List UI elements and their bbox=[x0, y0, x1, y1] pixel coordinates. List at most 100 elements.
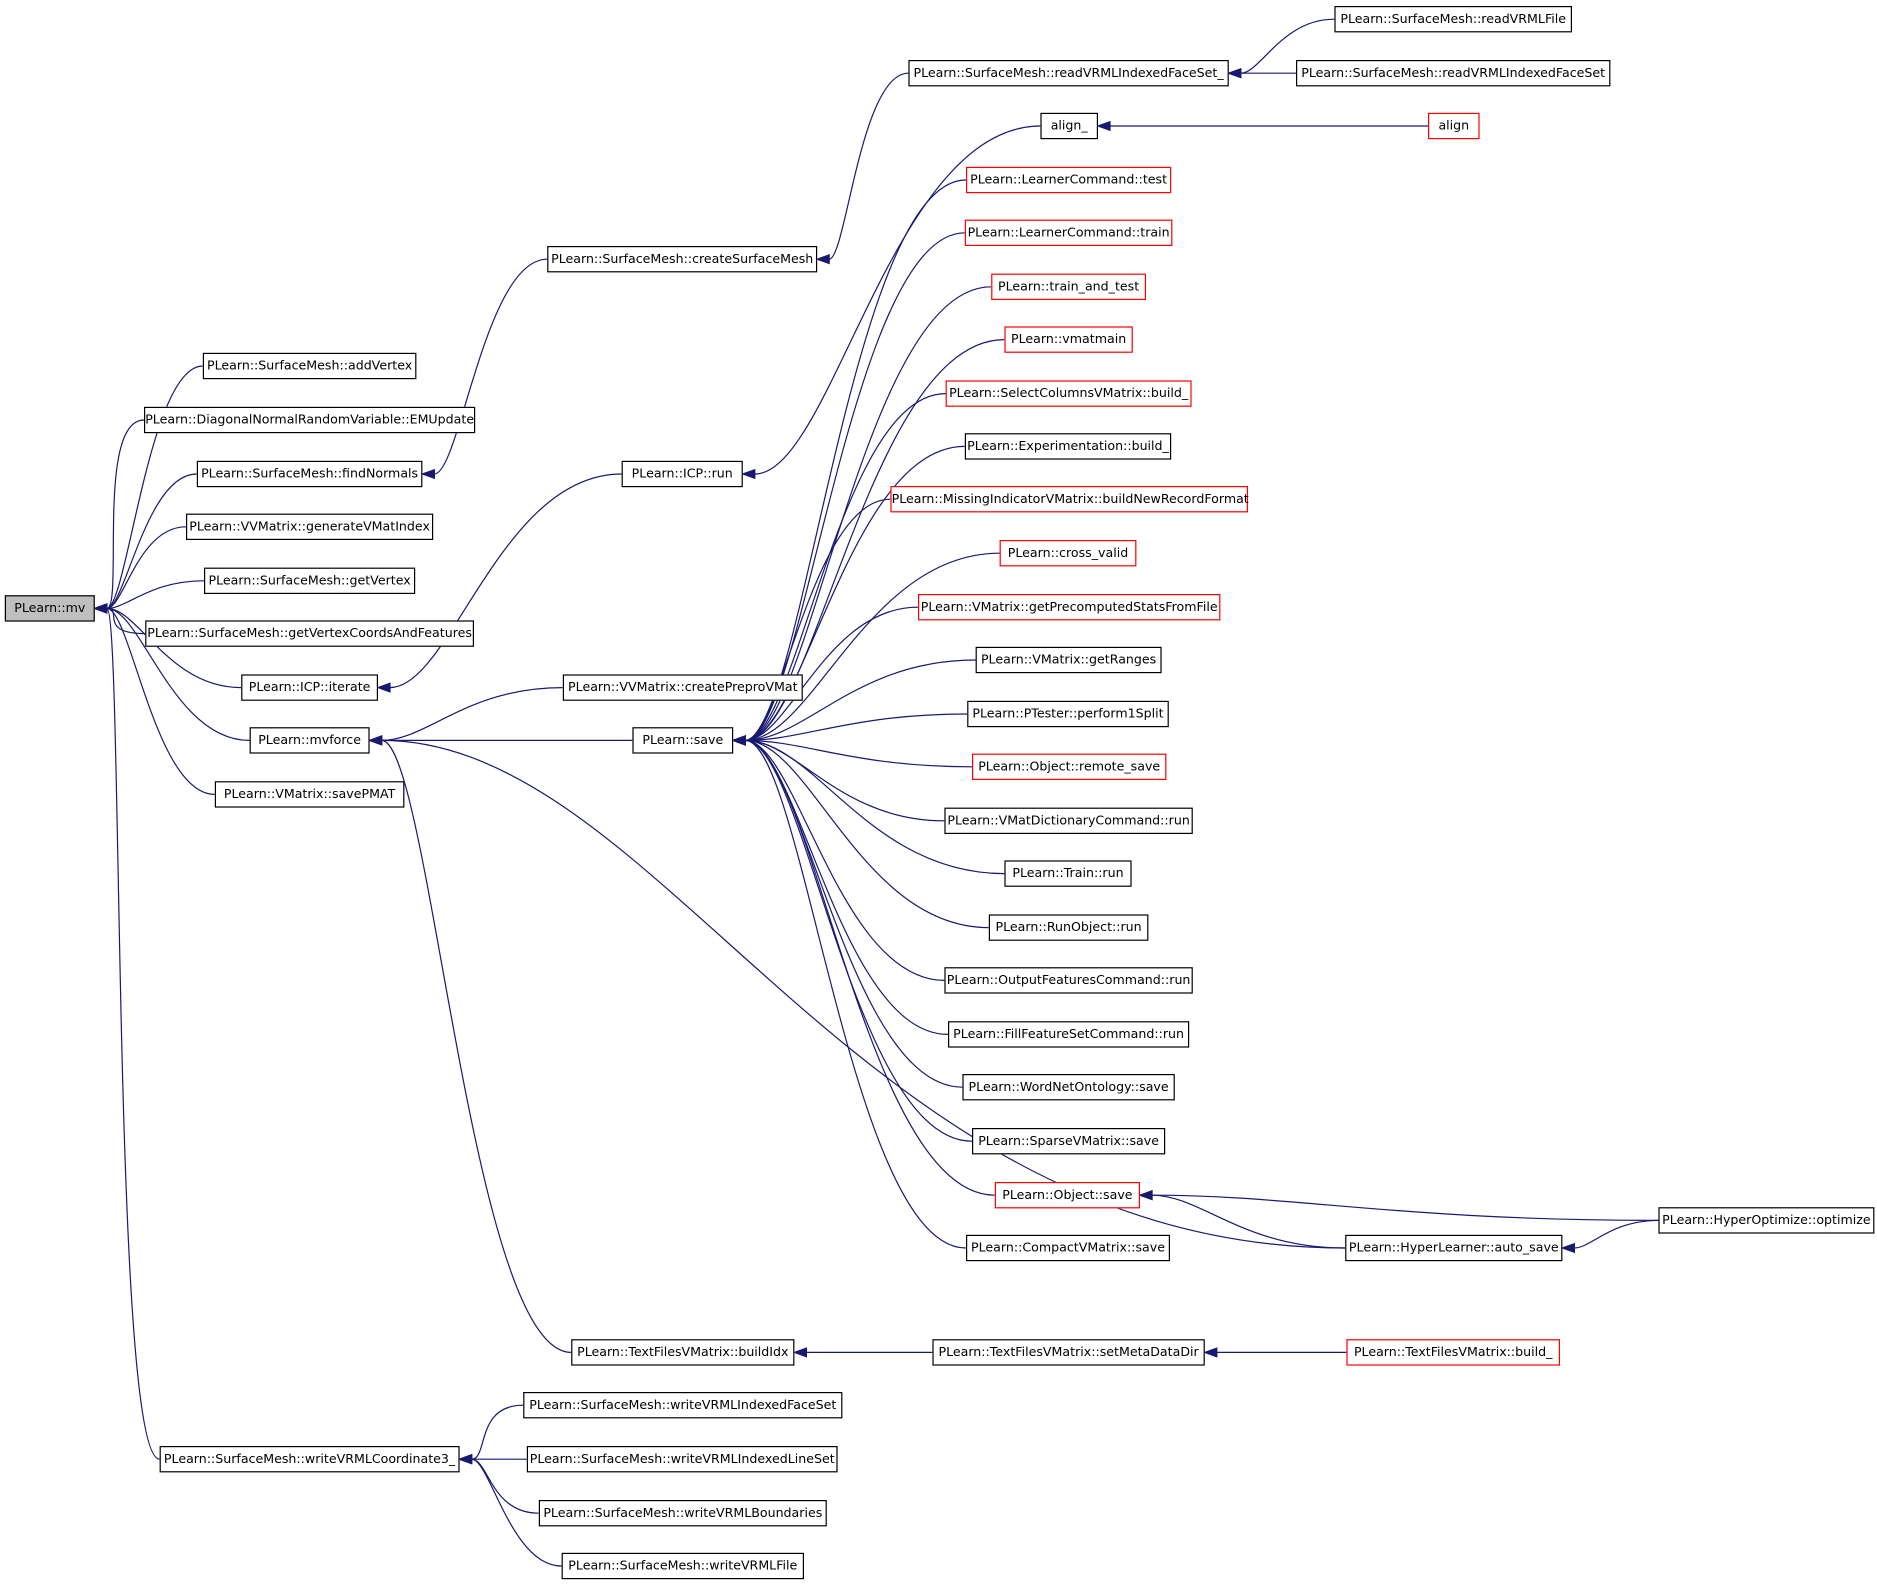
node-buildidx[interactable]: PLearn::TextFilesVMatrix::buildIdx bbox=[571, 1339, 795, 1366]
node-fillfeaturesetcommand-run[interactable]: PLearn::FillFeatureSetCommand::run bbox=[948, 1021, 1190, 1048]
node-align[interactable]: align bbox=[1428, 112, 1480, 140]
edge-arrowhead bbox=[1560, 1242, 1576, 1254]
edge-compactVMatrixSave-to-save bbox=[745, 739, 967, 1249]
node-mv[interactable]: PLearn::mv bbox=[4, 595, 95, 622]
node-getranges[interactable]: PLearn::VMatrix::getRanges bbox=[975, 646, 1162, 674]
edge-arrowhead bbox=[93, 603, 108, 614]
node-surfacemesh-addvertex[interactable]: PLearn::SurfaceMesh::addVertex bbox=[202, 352, 417, 380]
node-perform1split[interactable]: PLearn::PTester::perform1Split bbox=[967, 700, 1169, 728]
edge-arrowhead bbox=[1138, 1190, 1153, 1201]
node-mvforce[interactable]: PLearn::mvforce bbox=[249, 727, 370, 754]
edge-optimize-to-objectSave bbox=[1151, 1194, 1659, 1222]
node-learnercommand-train[interactable]: PLearn::LearnerCommand::train bbox=[964, 219, 1173, 247]
edge-experimentationBuild-to-save bbox=[745, 445, 965, 742]
edge-autoSave-to-objectSave bbox=[1151, 1194, 1346, 1249]
node-object-save[interactable]: PLearn::Object::save bbox=[994, 1182, 1140, 1209]
edge-optimize-to-autoSave bbox=[1574, 1219, 1659, 1249]
edge-findNormals-to-mv bbox=[106, 473, 197, 610]
edge-buildIdx-to-mvforce bbox=[381, 739, 572, 1354]
edge-remoteSave-to-save bbox=[745, 739, 973, 768]
node-setmetadatadir[interactable]: PLearn::TextFilesVMatrix::setMetaDataDir bbox=[932, 1339, 1205, 1366]
edge-arrowhead bbox=[420, 468, 436, 480]
edge-autoSave-to-mvforce bbox=[381, 739, 1346, 1249]
node-wordnetontology-save[interactable]: PLearn::WordNetOntology::save bbox=[962, 1074, 1175, 1101]
node-getprecomputedstatsfromfile[interactable]: PLearn::VMatrix::getPrecomputedStatsFrom… bbox=[918, 594, 1221, 621]
node-getvertexcoordsandfeatures[interactable]: PLearn::SurfaceMesh::getVertexCoordsAndF… bbox=[145, 620, 475, 647]
node-findnormals[interactable]: PLearn::SurfaceMesh::findNormals bbox=[196, 460, 423, 488]
node-icp-run[interactable]: PLearn::ICP::run bbox=[621, 460, 743, 488]
node-generatevmatindex[interactable]: PLearn::VVMatrix::generateVMatIndex bbox=[186, 513, 434, 540]
edge-writeVRMLCoordinate3-to-mv bbox=[106, 607, 160, 1460]
node-vmatmain[interactable]: PLearn::vmatmain bbox=[1004, 326, 1133, 353]
node-readvrmlfile[interactable]: PLearn::SurfaceMesh::readVRMLFile bbox=[1334, 6, 1573, 33]
node-outputfeaturescommand-run[interactable]: PLearn::OutputFeaturesCommand::run bbox=[944, 967, 1193, 994]
edge-arrowhead bbox=[815, 254, 830, 265]
node-align-internal[interactable]: align_ bbox=[1040, 112, 1098, 140]
node-hyperoptimize-optimize[interactable]: PLearn::HyperOptimize::optimize bbox=[1658, 1207, 1875, 1234]
edge-arrowhead bbox=[376, 682, 391, 693]
node-writevrmlindexedlineset[interactable]: PLearn::SurfaceMesh::writeVRMLIndexedLin… bbox=[526, 1446, 838, 1473]
edge-lcTest-to-save bbox=[745, 179, 967, 742]
edge-lcTrain-to-save bbox=[745, 232, 965, 742]
node-hyperlearner-auto-save[interactable]: PLearn::HyperLearner::auto_save bbox=[1345, 1234, 1563, 1262]
edge-runObjectRun-to-save bbox=[745, 739, 989, 929]
edge-addVertex-to-mv bbox=[106, 365, 203, 609]
node-emupdate[interactable]: PLearn::DiagonalNormalRandomVariable::EM… bbox=[144, 406, 476, 434]
node-vmatdictionarycommand-run[interactable]: PLearn::VMatDictionaryCommand::run bbox=[944, 807, 1193, 835]
edge-mvforce-to-mv bbox=[106, 607, 250, 742]
node-writevrmlboundaries[interactable]: PLearn::SurfaceMesh::writeVRMLBoundaries bbox=[538, 1500, 827, 1527]
node-savepmat[interactable]: PLearn::VMatrix::savePMAT bbox=[214, 781, 405, 808]
edge-crossValid-to-save bbox=[745, 552, 1000, 742]
edge-objectSave-to-save bbox=[745, 739, 995, 1196]
edge-icpRun-to-iterate bbox=[389, 473, 622, 689]
node-createsurfacemesh[interactable]: PLearn::SurfaceMesh::createSurfaceMesh bbox=[547, 246, 818, 273]
edge-arrowhead bbox=[1096, 120, 1111, 132]
edge-readVRMLIndexedFaceSet_-to-createSurfaceMesh bbox=[828, 72, 909, 260]
node-textfilesvmatrix-build[interactable]: PLearn::TextFilesVMatrix::build_ bbox=[1346, 1339, 1561, 1366]
node-buildnewrecordformat[interactable]: PLearn::MissingIndicatorVMatrix::buildNe… bbox=[890, 486, 1249, 513]
edge-arrowhead bbox=[792, 1347, 808, 1358]
edge-arrowhead bbox=[1227, 68, 1242, 79]
edge-selectColumnsBuild-to-save bbox=[745, 393, 946, 742]
edge-trainRun-to-save bbox=[745, 739, 1005, 875]
edge-EMUpdate-to-mv bbox=[106, 419, 145, 609]
edge-writeVRMLIndexedFaceSet-to-writeVRMLCoordinate3 bbox=[471, 1404, 524, 1460]
node-createpreprovmat[interactable]: PLearn::VVMatrix::createPreproVMat bbox=[562, 674, 803, 701]
node-readvrmlindexedfaceset-internal[interactable]: PLearn::SurfaceMesh::readVRMLIndexedFace… bbox=[908, 60, 1229, 87]
edge-generateVMatIndex-to-mv bbox=[106, 526, 187, 610]
edge-createSurfaceMesh-to-findNormals bbox=[434, 258, 548, 475]
edge-outputFeaturesRun-to-save bbox=[745, 739, 945, 982]
node-writevrmlfile[interactable]: PLearn::SurfaceMesh::writeVRMLFile bbox=[561, 1552, 805, 1580]
edge-createPreproVMat-to-mvforce bbox=[381, 687, 563, 742]
edge-sparseVMatrixSave-to-save bbox=[745, 739, 973, 1142]
node-learnercommand-test[interactable]: PLearn::LearnerCommand::test bbox=[966, 166, 1172, 194]
node-remote-save[interactable]: PLearn::Object::remote_save bbox=[972, 753, 1167, 781]
node-sparsevmatrix-save[interactable]: PLearn::SparseVMatrix::save bbox=[972, 1128, 1166, 1155]
edge-getPrecomputedStats-to-save bbox=[745, 606, 919, 742]
node-readvrmlindexedfaceset[interactable]: PLearn::SurfaceMesh::readVRMLIndexedFace… bbox=[1296, 60, 1611, 87]
edge-arrowhead bbox=[1203, 1347, 1218, 1358]
edge-align_-to-icpRun bbox=[754, 125, 1041, 475]
node-train-and-test[interactable]: PLearn::train_and_test bbox=[991, 273, 1146, 300]
node-icp-iterate[interactable]: PLearn::ICP::iterate bbox=[241, 674, 378, 701]
edge-perform1Split-to-save bbox=[745, 713, 968, 742]
edge-arrowhead bbox=[731, 735, 746, 746]
edge-iterate-to-mv bbox=[106, 607, 242, 689]
edge-savePMAT-to-mv bbox=[106, 607, 215, 796]
node-writevrmlcoordinate3[interactable]: PLearn::SurfaceMesh::writeVRMLCoordinate… bbox=[159, 1446, 460, 1473]
node-getvertex[interactable]: PLearn::SurfaceMesh::getVertex bbox=[204, 567, 416, 594]
node-experimentation-build[interactable]: PLearn::Experimentation::build_ bbox=[964, 433, 1172, 460]
node-writevrmlindexedfaceset[interactable]: PLearn::SurfaceMesh::writeVRMLIndexedFac… bbox=[523, 1392, 843, 1419]
node-train-run[interactable]: PLearn::Train::run bbox=[1004, 860, 1132, 887]
node-selectcolumns-build[interactable]: PLearn::SelectColumnsVMatrix::build_ bbox=[945, 380, 1192, 407]
edge-arrowhead bbox=[367, 735, 383, 746]
edge-getVertex-to-mv bbox=[106, 580, 205, 610]
node-compactvmatrix-save[interactable]: PLearn::CompactVMatrix::save bbox=[966, 1234, 1170, 1262]
node-runobject-run[interactable]: PLearn::RunObject::run bbox=[988, 914, 1149, 941]
node-save[interactable]: PLearn::save bbox=[632, 727, 734, 754]
edge-buildNewRecordFormat-to-save bbox=[745, 498, 891, 742]
edge-writeVRMLFile-to-writeVRMLCoordinate3 bbox=[471, 1458, 562, 1567]
node-cross-valid[interactable]: PLearn::cross_valid bbox=[999, 540, 1137, 567]
